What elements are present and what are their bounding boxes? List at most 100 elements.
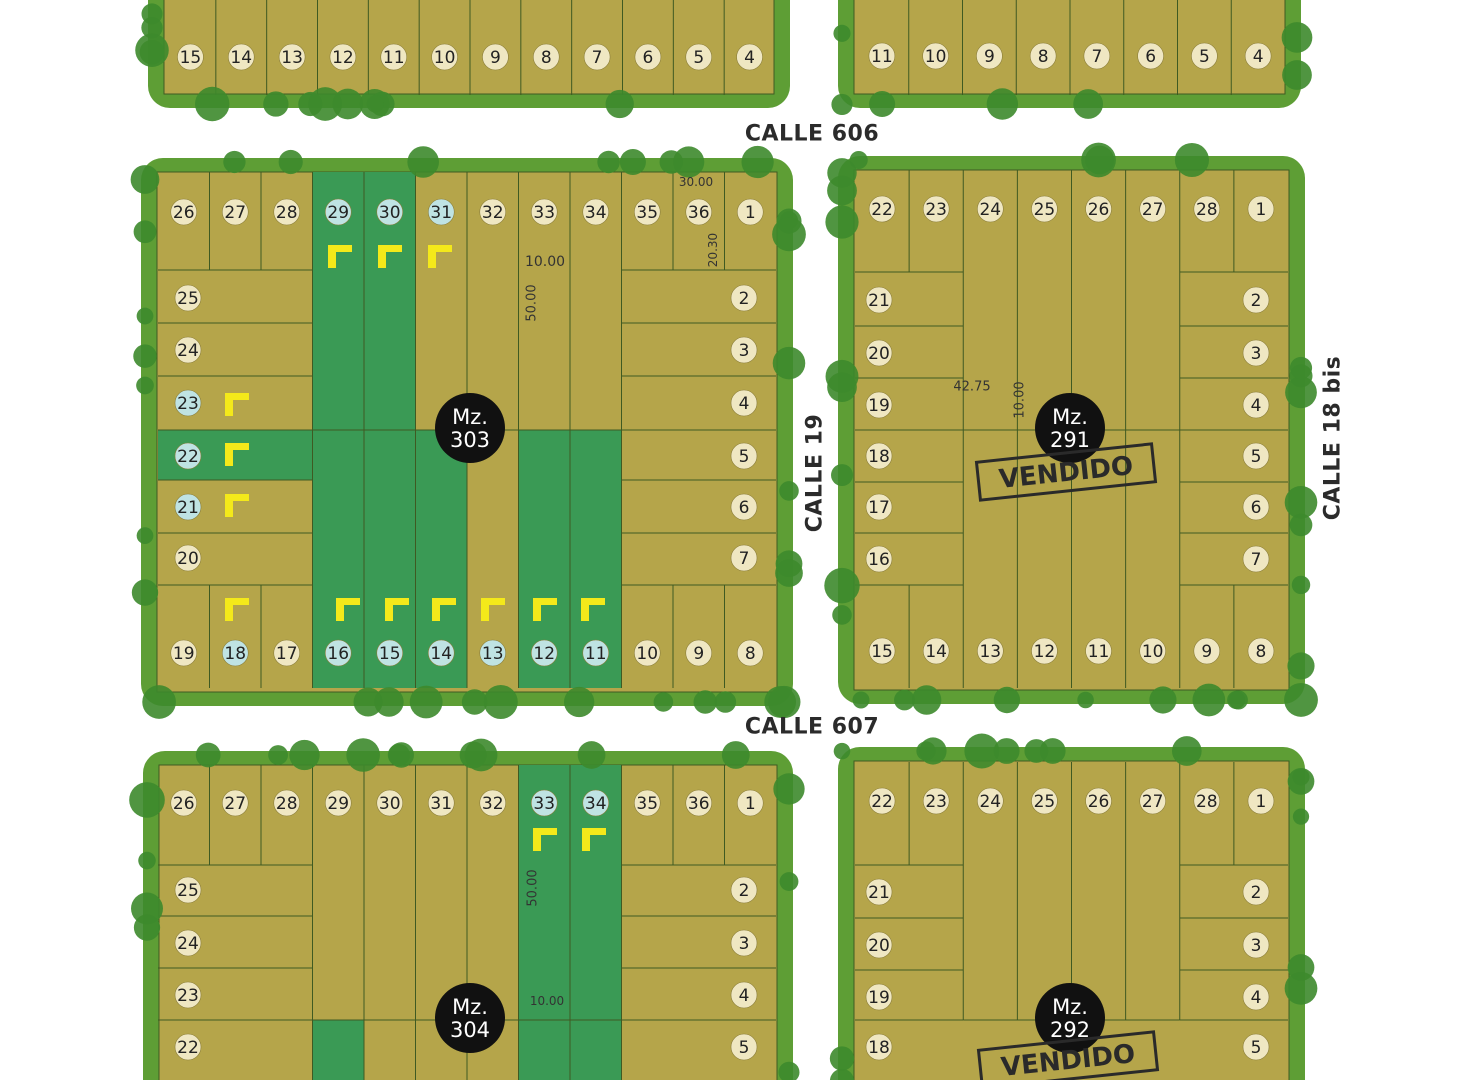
lot-number: 15 xyxy=(180,48,202,68)
lot-number: 2 xyxy=(1251,291,1262,311)
lot-number: 28 xyxy=(1196,792,1218,812)
lot-number-circle xyxy=(431,43,458,71)
lot-number: 18 xyxy=(868,1038,890,1058)
lot-number: 3 xyxy=(739,341,750,361)
street-calle-606: CALLE 606 xyxy=(744,121,880,147)
tree-icon xyxy=(619,148,646,176)
tree-icon xyxy=(964,733,1000,769)
lot-number-circle xyxy=(685,43,713,71)
lot-number-circle xyxy=(1193,787,1221,815)
lot-number: 23 xyxy=(925,200,947,220)
lot-number: 21 xyxy=(177,498,199,518)
lot-number: 4 xyxy=(1251,988,1262,1008)
lot-number-circle xyxy=(1085,637,1112,665)
tree-icon xyxy=(772,217,806,252)
lot-number-circle xyxy=(730,1033,758,1061)
lot-number-circle xyxy=(1247,637,1275,665)
lot-number-circle xyxy=(530,639,558,667)
lot-number-circle xyxy=(1242,931,1270,959)
lot-number: 6 xyxy=(1145,47,1156,67)
tree-icon xyxy=(138,851,156,870)
lot-number: 28 xyxy=(276,794,298,814)
lot-marker-icon xyxy=(225,443,249,466)
tree-icon xyxy=(1292,808,1310,825)
tree-icon xyxy=(869,90,896,118)
lot-number-circle xyxy=(730,389,758,417)
lot-number-circle xyxy=(730,981,758,1009)
lot-number: 31 xyxy=(430,794,452,814)
lot-number-circle xyxy=(1247,787,1275,815)
tree-icon xyxy=(741,145,774,179)
lot-number: 3 xyxy=(1251,936,1262,956)
lot-number: 10 xyxy=(925,47,947,67)
lot-number: 21 xyxy=(868,883,890,903)
lot-number-circle xyxy=(170,198,198,226)
tree-icon xyxy=(1073,89,1104,119)
lot-number: 19 xyxy=(868,396,890,416)
tree-icon xyxy=(653,692,674,712)
lot-number: 4 xyxy=(739,986,750,1006)
lot-number: 33 xyxy=(533,794,555,814)
lot-number: 22 xyxy=(177,447,199,467)
lot-number-circle xyxy=(685,198,713,226)
block-badge-label: Mz. xyxy=(1052,995,1088,1019)
tree-icon xyxy=(919,737,947,765)
lot-number: 32 xyxy=(482,203,504,223)
lot-number: 12 xyxy=(332,48,354,68)
lot-number: 31 xyxy=(430,203,452,223)
tree-icon xyxy=(135,33,169,67)
lot-marker-icon xyxy=(533,598,557,621)
tree-icon xyxy=(894,689,915,711)
tree-icon xyxy=(1285,376,1317,409)
lot-number: 21 xyxy=(868,291,890,311)
lot-number: 6 xyxy=(643,48,654,68)
lot-number: 27 xyxy=(1142,792,1164,812)
dimension-label: 42.75 xyxy=(953,380,990,395)
tree-icon xyxy=(268,745,289,765)
lot-number: 19 xyxy=(173,644,195,664)
lot-number-circle xyxy=(582,789,610,817)
lot-number-circle xyxy=(730,876,758,904)
tree-icon xyxy=(993,738,1020,764)
lot-number-circle xyxy=(170,639,198,667)
dimension-label: 10.00 xyxy=(525,254,565,270)
lot-number-circle xyxy=(1244,42,1272,70)
lot-number-circle xyxy=(174,876,202,904)
tree-icon xyxy=(1284,486,1318,519)
lot-marker-icon xyxy=(328,245,352,268)
tree-icon xyxy=(1282,60,1312,90)
lot-number-circle xyxy=(170,789,198,817)
tree-icon xyxy=(223,150,246,174)
lot-number: 14 xyxy=(925,642,947,662)
lot-number: 14 xyxy=(230,48,252,68)
dimension-label: 30.00 xyxy=(679,175,713,189)
lot-marker-icon xyxy=(582,828,606,851)
lot-number: 22 xyxy=(177,1038,199,1058)
lot-number: 29 xyxy=(327,203,349,223)
lot-number: 6 xyxy=(739,498,750,518)
lot-number-circle xyxy=(582,198,610,226)
tree-icon xyxy=(911,685,942,715)
lot-number: 35 xyxy=(636,794,658,814)
lot-number: 5 xyxy=(693,48,704,68)
tree-icon xyxy=(986,88,1019,120)
lot-number-circle xyxy=(174,981,202,1009)
lot-marker-icon xyxy=(225,598,249,621)
lot-number: 34 xyxy=(585,203,607,223)
lot-number: 20 xyxy=(868,344,890,364)
lot-number-circle xyxy=(324,789,352,817)
lot-number: 35 xyxy=(636,203,658,223)
lot-number-circle xyxy=(1137,42,1164,70)
lot-number-circle xyxy=(174,442,202,470)
lot-number-circle xyxy=(865,493,893,521)
tree-icon xyxy=(133,344,157,368)
lot-number-circle xyxy=(1139,787,1166,815)
lot-number-circle xyxy=(736,198,764,226)
lot-number-circle xyxy=(1139,195,1166,223)
lot-number-circle xyxy=(633,198,661,226)
lot-number-circle xyxy=(221,639,249,667)
lot-number-circle xyxy=(174,336,202,364)
